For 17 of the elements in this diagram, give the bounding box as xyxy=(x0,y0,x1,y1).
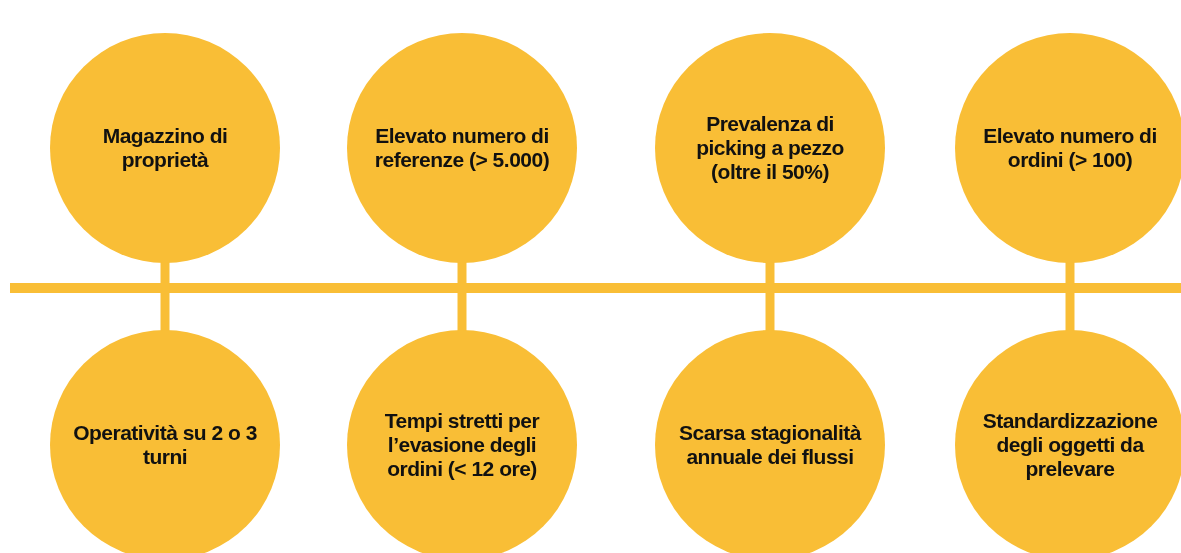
connector-line xyxy=(160,293,170,332)
connector-line xyxy=(1065,293,1075,332)
node-label: Prevalenza di picking a pezzo (oltre il 50%) xyxy=(695,111,845,185)
connector-line xyxy=(1065,261,1075,283)
connector-line xyxy=(765,261,775,283)
node-label: Elevato numero di referenze (> 5.000) xyxy=(373,123,551,173)
node-label: Operatività su 2 o 3 turni xyxy=(72,420,258,470)
connector-line xyxy=(457,293,467,332)
connector-line xyxy=(457,261,467,283)
connector-line xyxy=(160,261,170,283)
timeline-bar xyxy=(10,283,1181,293)
node-label: Elevato numero di ordini (> 100) xyxy=(982,123,1158,173)
connector-line xyxy=(765,293,775,332)
node-label: Standardizzazione degli oggetti da prelevare xyxy=(981,408,1159,482)
node-label: Magazzino di proprietà xyxy=(101,123,229,173)
node-label: Tempi stretti per l’evasione degli ordini (< 12 ore) xyxy=(383,408,541,482)
node-label: Scarsa stagionalità annuale dei flussi xyxy=(678,420,863,470)
